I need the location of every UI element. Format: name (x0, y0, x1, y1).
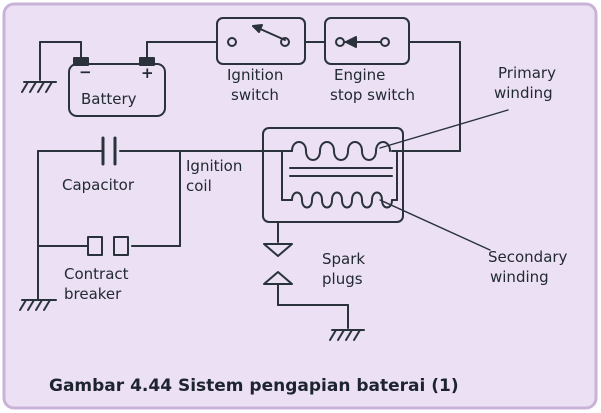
contact-breaker-right (113, 236, 129, 256)
spark-plug-upper (263, 243, 293, 257)
primary-winding-label-line1: Primary (498, 64, 556, 82)
figure-caption: Gambar 4.44 Sistem pengapian baterai (1) (49, 376, 459, 396)
engine-stop-label-line1: Engine (334, 66, 385, 84)
diagram-background (2, 2, 598, 410)
secondary-winding-label-line2: winding (490, 268, 549, 286)
leader-secondary-winding (379, 199, 491, 251)
battery-label: Battery (81, 90, 137, 108)
battery-box (68, 63, 166, 117)
ignition-coil-label-line2: coil (186, 177, 212, 195)
primary-winding-label-line2: winding (494, 84, 553, 102)
engine-stop-label-line2: stop switch (330, 86, 415, 104)
breaker-label-line1: Contract (64, 265, 129, 283)
ignition-switch-label-line1: Ignition (227, 66, 283, 84)
secondary-winding-label-line1: Secondary (488, 248, 568, 266)
ignition-switch-label-line2: switch (231, 86, 279, 104)
battery-minus-label: − (79, 63, 92, 81)
ignition-switch-lever (257, 27, 286, 41)
spark-plugs-label-line1: Spark (322, 250, 365, 268)
capacitor-label: Capacitor (62, 176, 135, 194)
leader-primary-winding (379, 109, 509, 149)
secondary-winding-coil (291, 191, 393, 209)
ignition-coil-label-line1: Ignition (186, 157, 242, 175)
spark-plugs-label-line2: plugs (322, 270, 363, 288)
breaker-label-line2: breaker (64, 285, 122, 303)
primary-winding-coil (291, 141, 391, 161)
battery-plus-label: + (141, 64, 154, 82)
ignition-coil-box (262, 127, 404, 223)
